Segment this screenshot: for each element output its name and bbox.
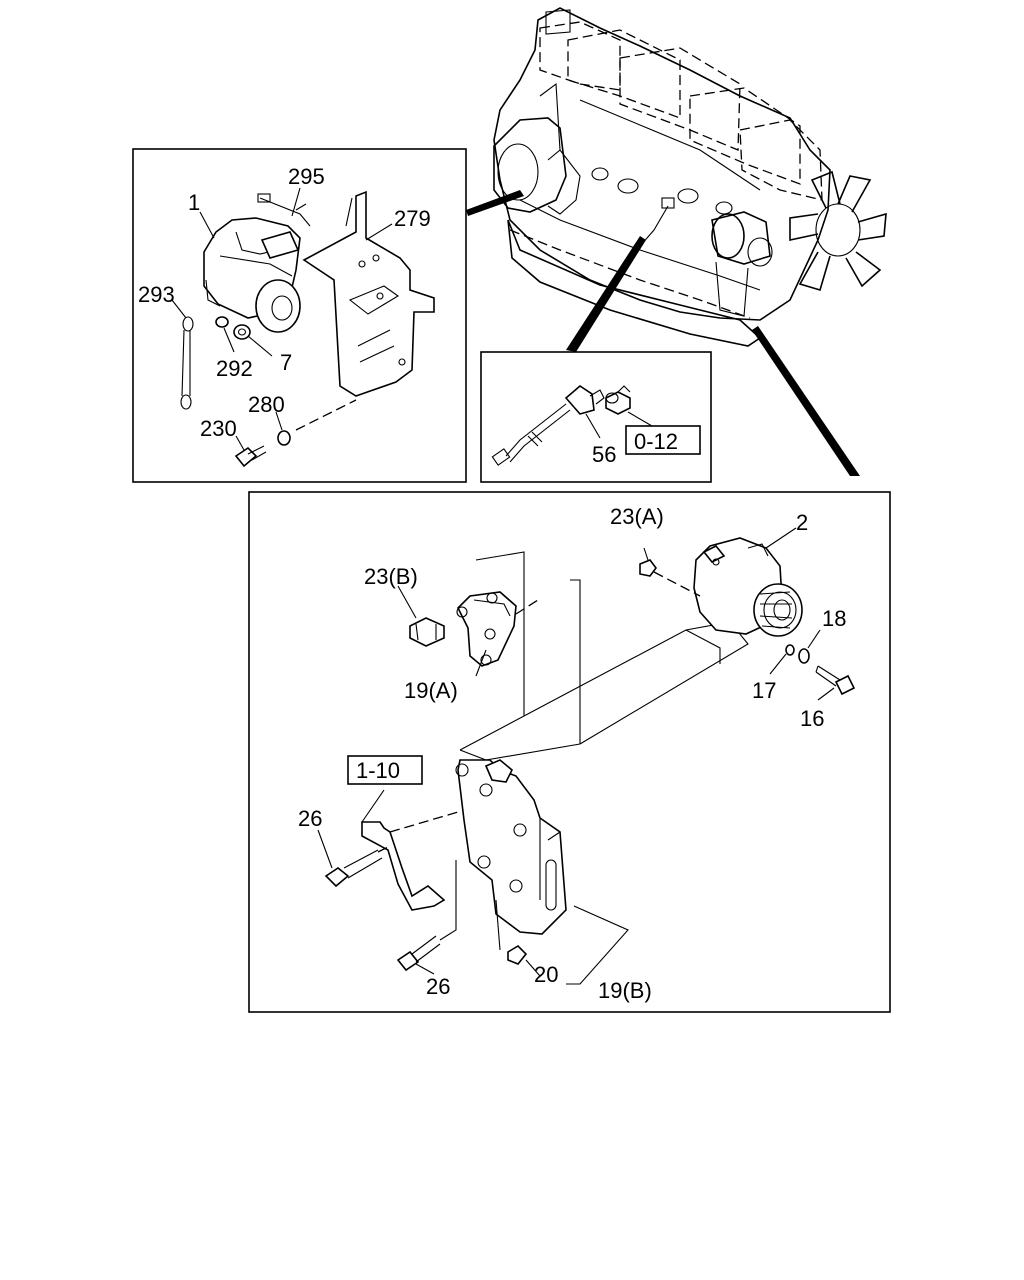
bolt-16 [815, 665, 856, 696]
lead-wire [257, 193, 311, 227]
label-nut: 7 [280, 350, 292, 375]
fitting [605, 385, 631, 415]
label-ground-cable: 293 [138, 282, 175, 307]
bolt-230 [234, 445, 267, 468]
label-alternator: 2 [796, 510, 808, 535]
bolt-26-lower [396, 860, 457, 972]
label-starter: 1 [188, 190, 200, 215]
bracket-19b [455, 759, 567, 935]
starter-panel: 1 295 279 293 7 292 230 280 [132, 148, 467, 483]
nut-20 [495, 899, 528, 965]
pointer-to-starter-panel [466, 190, 524, 216]
plate-1-10 [361, 811, 459, 911]
engine-illustration [493, 7, 887, 347]
nut-7 [233, 324, 251, 340]
label-bolt-washer: 280 [248, 392, 285, 417]
ref-box-0-12 [625, 425, 701, 455]
label-bracket-b: 19(B) [598, 978, 652, 1003]
label-washer: 292 [216, 356, 253, 381]
starter-bracket [302, 190, 435, 397]
label-ref: 1-10 [356, 758, 400, 783]
label-bolt: 230 [200, 416, 237, 441]
washer-292 [215, 316, 229, 328]
washer-18 [798, 648, 810, 664]
label-nut-lower: 20 [534, 962, 558, 987]
label-bolt: 16 [800, 706, 824, 731]
ref-box-1-10 [347, 755, 423, 785]
label-nut-a: 23(A) [610, 504, 664, 529]
sensor-panel: 56 0-12 [480, 351, 712, 483]
label-sensor: 56 [592, 442, 616, 467]
fan-icon [789, 170, 887, 291]
nut-23b [409, 617, 445, 647]
alternator [693, 537, 803, 637]
label-bracket-a: 19(A) [404, 678, 458, 703]
starter-motor [203, 217, 301, 333]
pointer-to-alternator-panel [752, 326, 860, 476]
label-bolt-upper: 26 [298, 806, 322, 831]
alternator-panel: 23(A) 2 23(B) 18 19(A) 17 16 1-10 26 26 … [248, 491, 891, 1013]
ground-cable [180, 316, 194, 410]
label-sensor-ref: 0-12 [634, 429, 678, 454]
bracket-19a [456, 591, 517, 667]
bolt-26-upper [324, 845, 391, 888]
label-bracket: 279 [394, 206, 431, 231]
label-washer: 18 [822, 606, 846, 631]
label-lock-washer: 17 [752, 678, 776, 703]
washer-280 [277, 430, 291, 446]
label-lead: 295 [288, 164, 325, 189]
label-bolt-lower: 26 [426, 974, 450, 999]
sensor-56 [491, 384, 605, 466]
lock-washer-17 [785, 644, 795, 656]
pointer-to-sensor-panel [566, 236, 646, 352]
nut-23a [639, 559, 701, 597]
label-nut-b: 23(B) [364, 564, 418, 589]
